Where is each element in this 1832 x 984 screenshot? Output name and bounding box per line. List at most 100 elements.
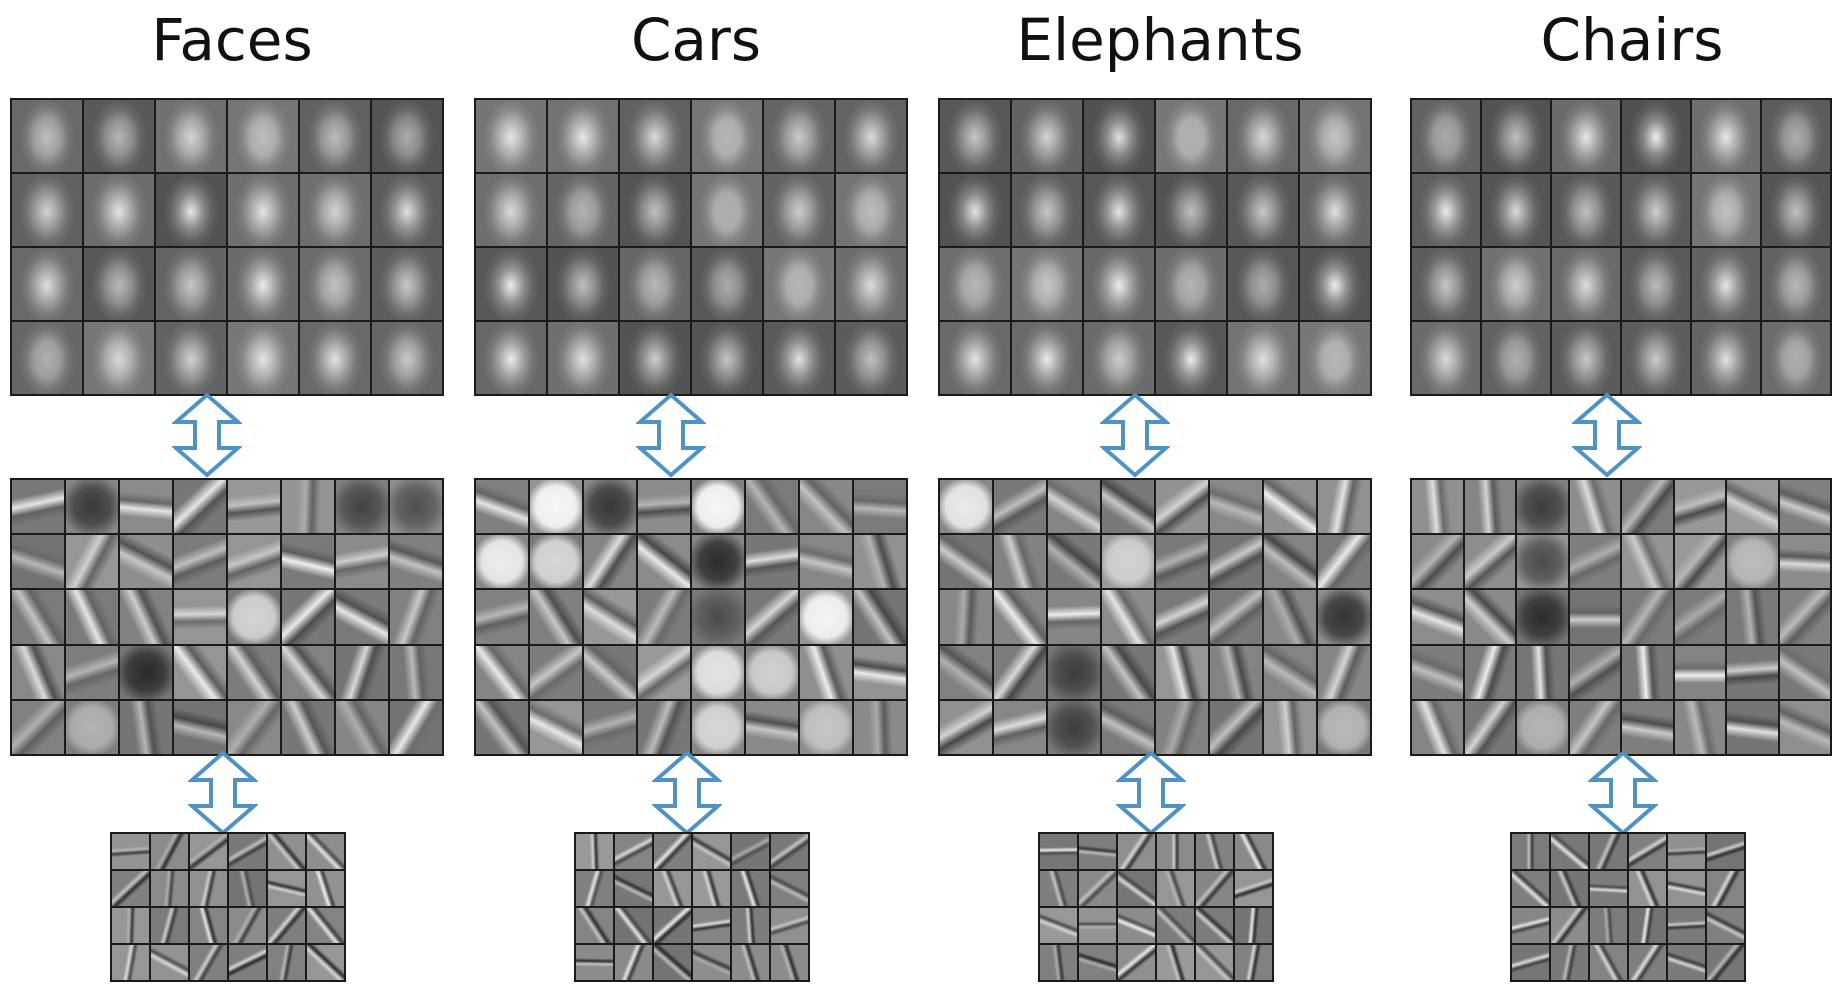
feature-cell xyxy=(1157,945,1194,980)
feature-cell xyxy=(1692,322,1760,394)
feature-cell xyxy=(1157,871,1194,906)
feature-cell xyxy=(1412,100,1480,172)
feature-cell xyxy=(1318,535,1370,588)
feature-cell xyxy=(282,590,334,643)
object-parts-grid xyxy=(10,478,444,756)
feature-cell xyxy=(1570,701,1621,754)
feature-cell xyxy=(1318,701,1370,754)
feature-cell xyxy=(1048,646,1100,699)
feature-cell xyxy=(638,480,690,533)
feature-cell xyxy=(1622,535,1673,588)
feature-cell xyxy=(940,174,1010,246)
feature-cell xyxy=(151,834,188,869)
feature-cell xyxy=(156,248,226,320)
column-title: Elephants xyxy=(938,0,1382,80)
feature-cell xyxy=(1675,480,1726,533)
feature-cell xyxy=(1517,701,1568,754)
feature-cell xyxy=(120,646,172,699)
feature-cell xyxy=(620,322,690,394)
feature-cell xyxy=(476,248,546,320)
feature-cell xyxy=(1102,701,1154,754)
feature-cell xyxy=(1465,480,1516,533)
feature-cell xyxy=(994,535,1046,588)
feature-cell xyxy=(693,871,730,906)
feature-cell xyxy=(940,646,992,699)
feature-cell xyxy=(1040,908,1077,943)
feature-cell xyxy=(1318,480,1370,533)
feature-cell xyxy=(1629,908,1666,943)
feature-cell xyxy=(336,480,388,533)
feature-cell xyxy=(764,248,834,320)
feature-cell xyxy=(307,908,344,943)
feature-cell xyxy=(1482,174,1550,246)
object-models-grid xyxy=(10,98,444,396)
feature-cell xyxy=(1465,535,1516,588)
feature-cell xyxy=(1412,322,1480,394)
feature-cell xyxy=(638,646,690,699)
feature-cell xyxy=(1210,701,1262,754)
feature-cell xyxy=(1551,908,1588,943)
feature-cell xyxy=(1102,535,1154,588)
feature-cell xyxy=(615,834,652,869)
feature-cell xyxy=(1156,480,1208,533)
feature-cell xyxy=(1707,908,1744,943)
feature-cell xyxy=(530,646,582,699)
feature-cell xyxy=(300,100,370,172)
feature-cell xyxy=(372,174,442,246)
feature-cell xyxy=(190,834,227,869)
feature-cell xyxy=(156,322,226,394)
feature-cell xyxy=(530,535,582,588)
feature-cell xyxy=(854,701,906,754)
feature-cell xyxy=(1692,100,1760,172)
feature-cell xyxy=(1412,646,1463,699)
feature-cell xyxy=(1517,480,1568,533)
feature-cell xyxy=(654,945,691,980)
feature-cell xyxy=(84,100,154,172)
feature-cell xyxy=(12,701,64,754)
feature-cell xyxy=(1318,646,1370,699)
object-models-grid xyxy=(474,98,908,396)
feature-cell xyxy=(1079,871,1116,906)
feature-cell xyxy=(940,701,992,754)
feature-cell xyxy=(1570,646,1621,699)
feature-cell xyxy=(282,701,334,754)
feature-cell xyxy=(84,248,154,320)
feature-cell xyxy=(1517,646,1568,699)
feature-cell xyxy=(692,646,744,699)
feature-cell xyxy=(746,646,798,699)
feature-cell xyxy=(12,535,64,588)
feature-cell xyxy=(1762,100,1830,172)
feature-cell xyxy=(1412,535,1463,588)
feature-cell xyxy=(836,174,906,246)
feature-cell xyxy=(800,701,852,754)
feature-cell xyxy=(1668,834,1705,869)
feature-cell xyxy=(530,701,582,754)
feature-cell xyxy=(771,908,808,943)
feature-cell xyxy=(1622,590,1673,643)
feature-cell xyxy=(1196,908,1233,943)
feature-cell xyxy=(190,871,227,906)
feature-cell xyxy=(1707,945,1744,980)
feature-cell xyxy=(1079,834,1116,869)
feature-cell xyxy=(282,646,334,699)
feature-cell xyxy=(1318,590,1370,643)
feature-cell xyxy=(228,248,298,320)
feature-cell xyxy=(1210,646,1262,699)
feature-cell xyxy=(1668,871,1705,906)
feature-cell xyxy=(576,945,613,980)
feature-cell xyxy=(228,646,280,699)
feature-cell xyxy=(112,834,149,869)
feature-cell xyxy=(548,100,618,172)
feature-cell xyxy=(836,248,906,320)
edges-grid xyxy=(1038,832,1274,982)
object-parts-grid xyxy=(1410,478,1832,756)
feature-cell xyxy=(1590,834,1627,869)
feature-cell xyxy=(940,248,1010,320)
feature-cell xyxy=(1156,174,1226,246)
feature-cell xyxy=(1040,871,1077,906)
feature-cell xyxy=(1196,871,1233,906)
feature-cell xyxy=(746,590,798,643)
feature-cell xyxy=(300,322,370,394)
feature-cell xyxy=(1762,248,1830,320)
bidirectional-arrow-icon xyxy=(652,750,722,836)
